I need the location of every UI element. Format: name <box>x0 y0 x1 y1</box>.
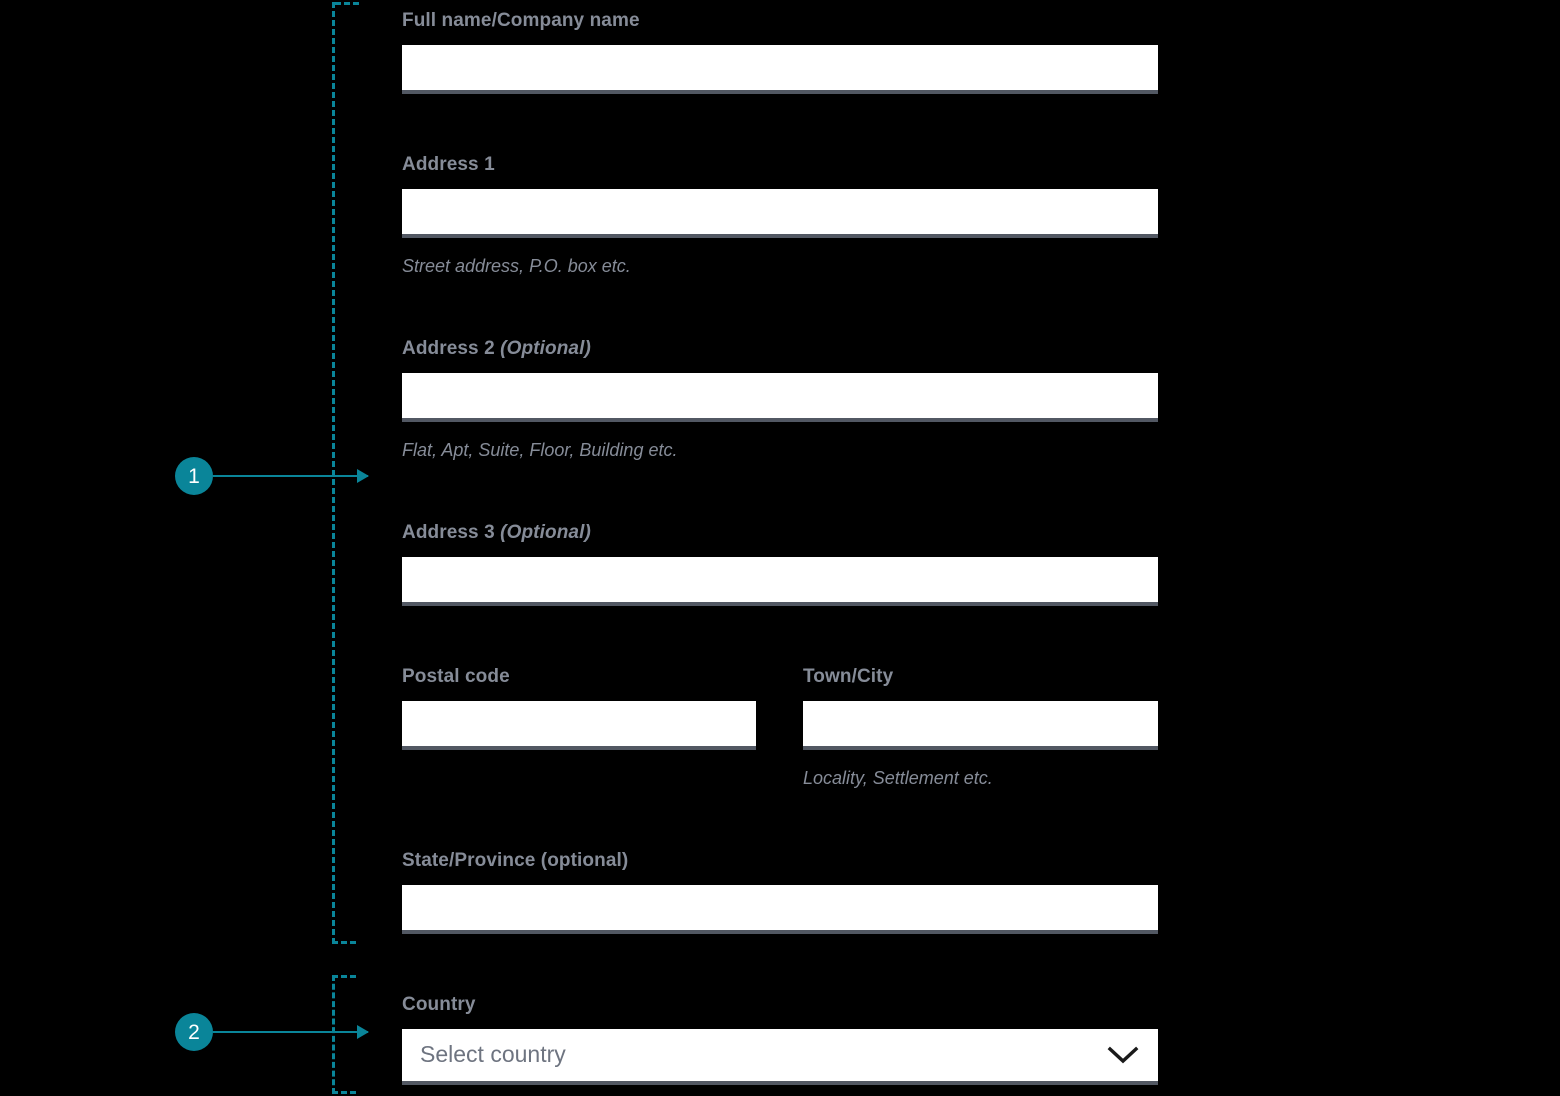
address-2-input[interactable] <box>402 372 1158 422</box>
field-label-address-2: Address 2 (Optional) <box>402 338 1158 361</box>
field-label-address-2-optional: (Optional) <box>500 338 591 359</box>
field-label-address-1: Address 1 <box>402 154 495 175</box>
field-town-city: Town/City Locality, Settlement etc. <box>803 666 1158 789</box>
field-address-1: Address 1 Street address, P.O. box etc. <box>402 154 1158 277</box>
field-label-town-city: Town/City <box>803 666 894 687</box>
state-province-input[interactable] <box>402 884 1158 934</box>
callout-marker-2: 2 <box>175 1013 368 1051</box>
callout-badge-number: 1 <box>175 457 213 495</box>
field-address-2: Address 2 (Optional) Flat, Apt, Suite, F… <box>402 338 1158 461</box>
address-1-input[interactable] <box>402 188 1158 238</box>
arrow-right-icon <box>213 475 368 477</box>
field-label-postal-code: Postal code <box>402 666 510 687</box>
field-label-address-3-optional: (Optional) <box>500 522 591 543</box>
helper-text-town-city: Locality, Settlement etc. <box>803 767 993 788</box>
field-postal-code: Postal code <box>402 666 756 750</box>
field-label-full-name: Full name/Company name <box>402 10 640 31</box>
address-3-input[interactable] <box>402 556 1158 606</box>
town-city-input[interactable] <box>803 700 1158 750</box>
country-select[interactable]: Select country <box>402 1028 1158 1085</box>
field-label-country: Country <box>402 994 476 1015</box>
arrow-right-icon <box>213 1031 368 1033</box>
field-address-3: Address 3 (Optional) <box>402 522 1158 606</box>
field-label-address-3-text: Address 3 <box>402 522 495 543</box>
chevron-down-icon <box>1100 1029 1146 1081</box>
callout-marker-1: 1 <box>175 457 368 495</box>
field-label-state-province: State/Province (optional) <box>402 850 629 871</box>
field-label-address-2-text: Address 2 <box>402 338 495 359</box>
field-country: Country Select country <box>402 994 1158 1085</box>
full-name-input[interactable] <box>402 44 1158 94</box>
postal-code-input[interactable] <box>402 700 756 750</box>
callout-badge-number: 2 <box>175 1013 213 1051</box>
field-label-address-3: Address 3 (Optional) <box>402 522 1158 545</box>
field-full-name: Full name/Company name <box>402 10 1158 94</box>
helper-text-address-1: Street address, P.O. box etc. <box>402 255 631 276</box>
helper-text-address-2: Flat, Apt, Suite, Floor, Building etc. <box>402 439 678 460</box>
field-state-province: State/Province (optional) <box>402 850 1158 934</box>
country-select-value: Select country <box>420 1041 566 1068</box>
